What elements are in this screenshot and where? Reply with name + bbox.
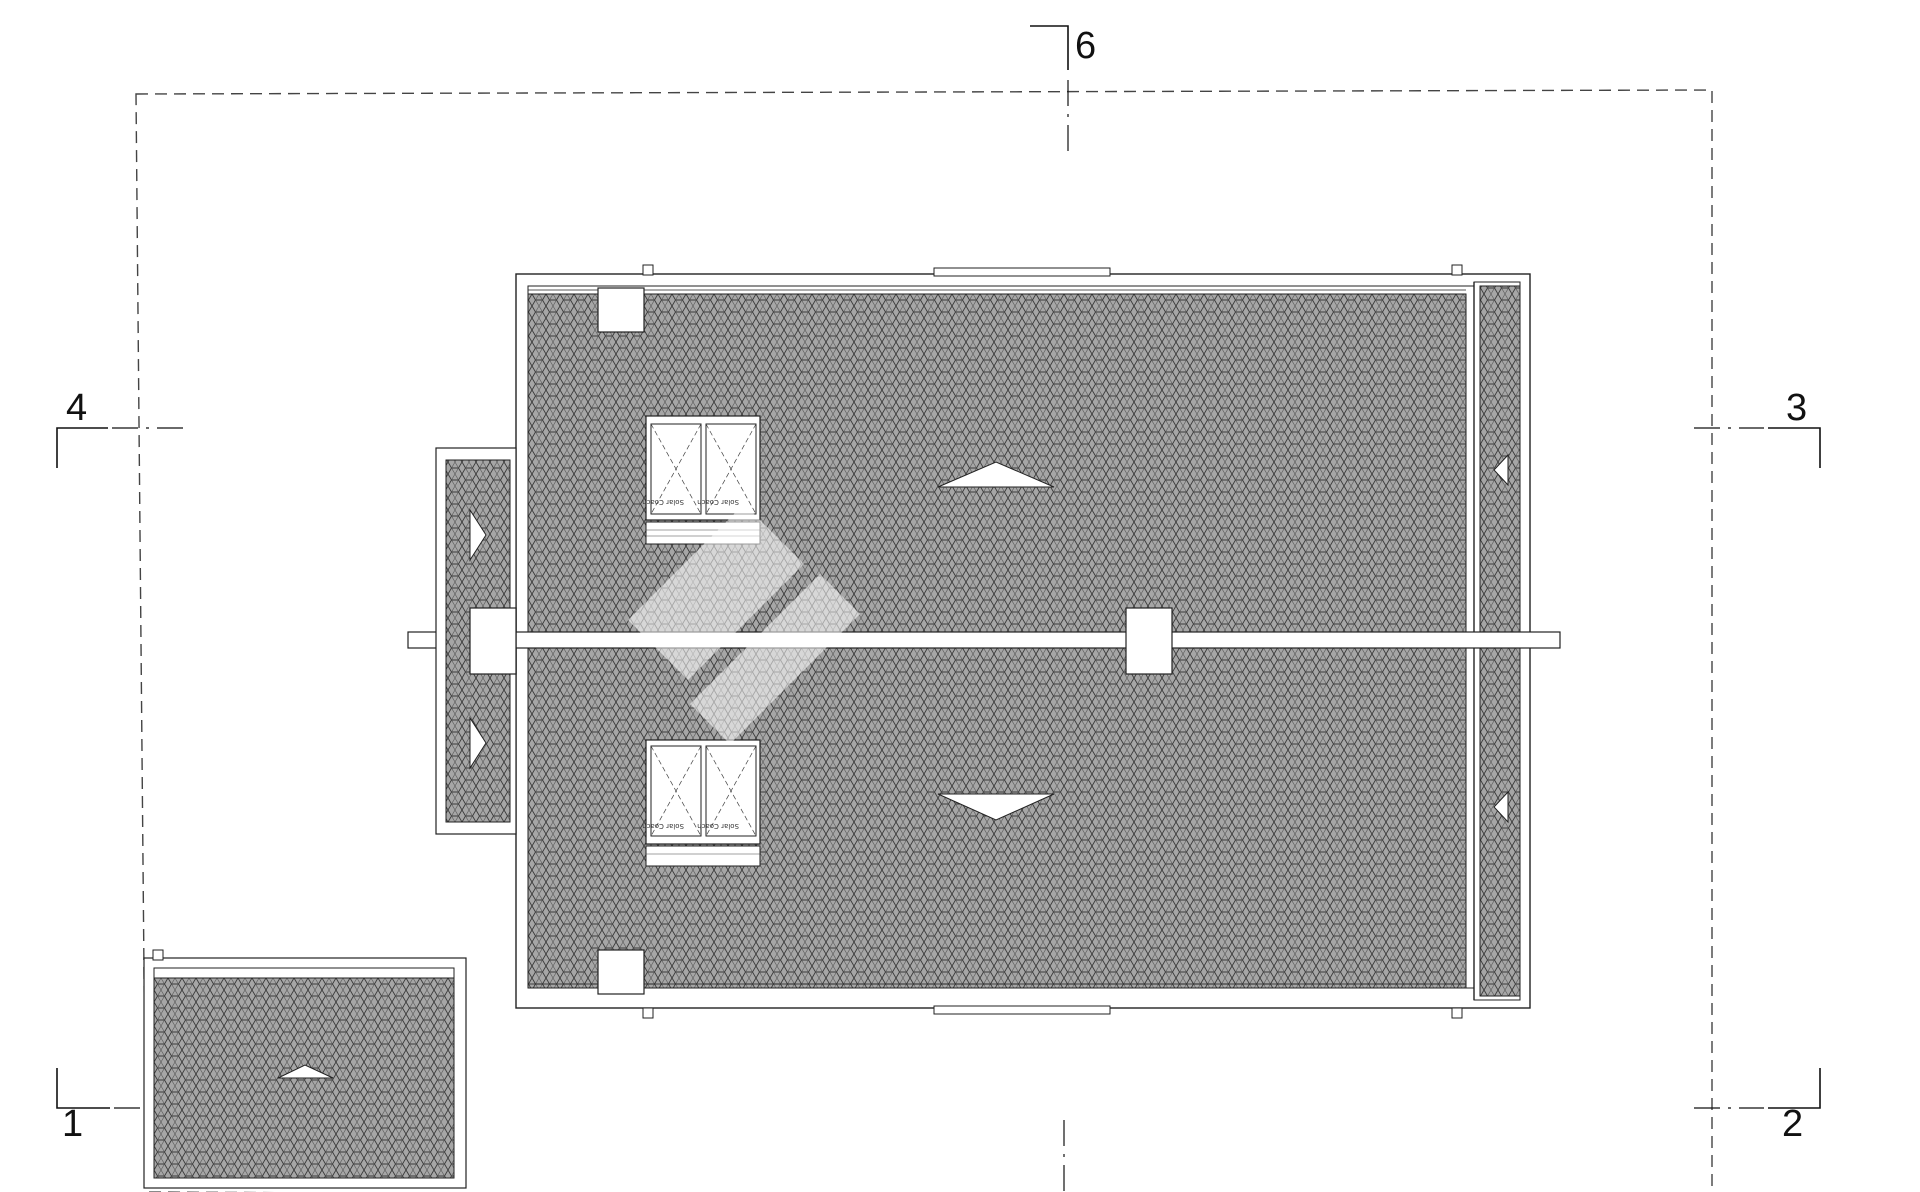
porch-roof bbox=[435, 447, 517, 835]
watermark bbox=[628, 504, 860, 744]
skylight-upper-right-brand: Solar Coach bbox=[697, 498, 739, 506]
section-label-3: 3 bbox=[1786, 387, 1807, 429]
section-label-2: 2 bbox=[1782, 1103, 1803, 1145]
skylight-lower: Solar Coach Solar Coach bbox=[642, 739, 761, 867]
garage-roof bbox=[143, 949, 467, 1189]
section-marker-4: 4 bbox=[56, 387, 186, 468]
section-label-4: 4 bbox=[66, 387, 87, 429]
section-label-1: 1 bbox=[62, 1103, 83, 1145]
skylight-upper-right-pane: Solar Coach bbox=[697, 423, 757, 515]
skylight-lower-left-pane: Solar Coach bbox=[642, 745, 702, 837]
skylight-lower-right-pane: Solar Coach bbox=[697, 745, 757, 837]
section-marker-6: 6 bbox=[1030, 25, 1096, 152]
skylight-upper: Solar Coach Solar Coach bbox=[642, 415, 761, 545]
section-marker-3: 3 bbox=[1694, 387, 1821, 468]
skylight-upper-left-brand: Solar Coach bbox=[642, 498, 684, 506]
site-boundary bbox=[135, 89, 1713, 1192]
skylight-lower-left-brand: Solar Coach bbox=[642, 822, 684, 830]
skylight-lower-right-brand: Solar Coach bbox=[697, 822, 739, 830]
section-label-6: 6 bbox=[1075, 25, 1096, 67]
section-marker-2: 2 bbox=[1694, 1068, 1821, 1145]
skylight-upper-left-pane: Solar Coach bbox=[642, 423, 702, 515]
